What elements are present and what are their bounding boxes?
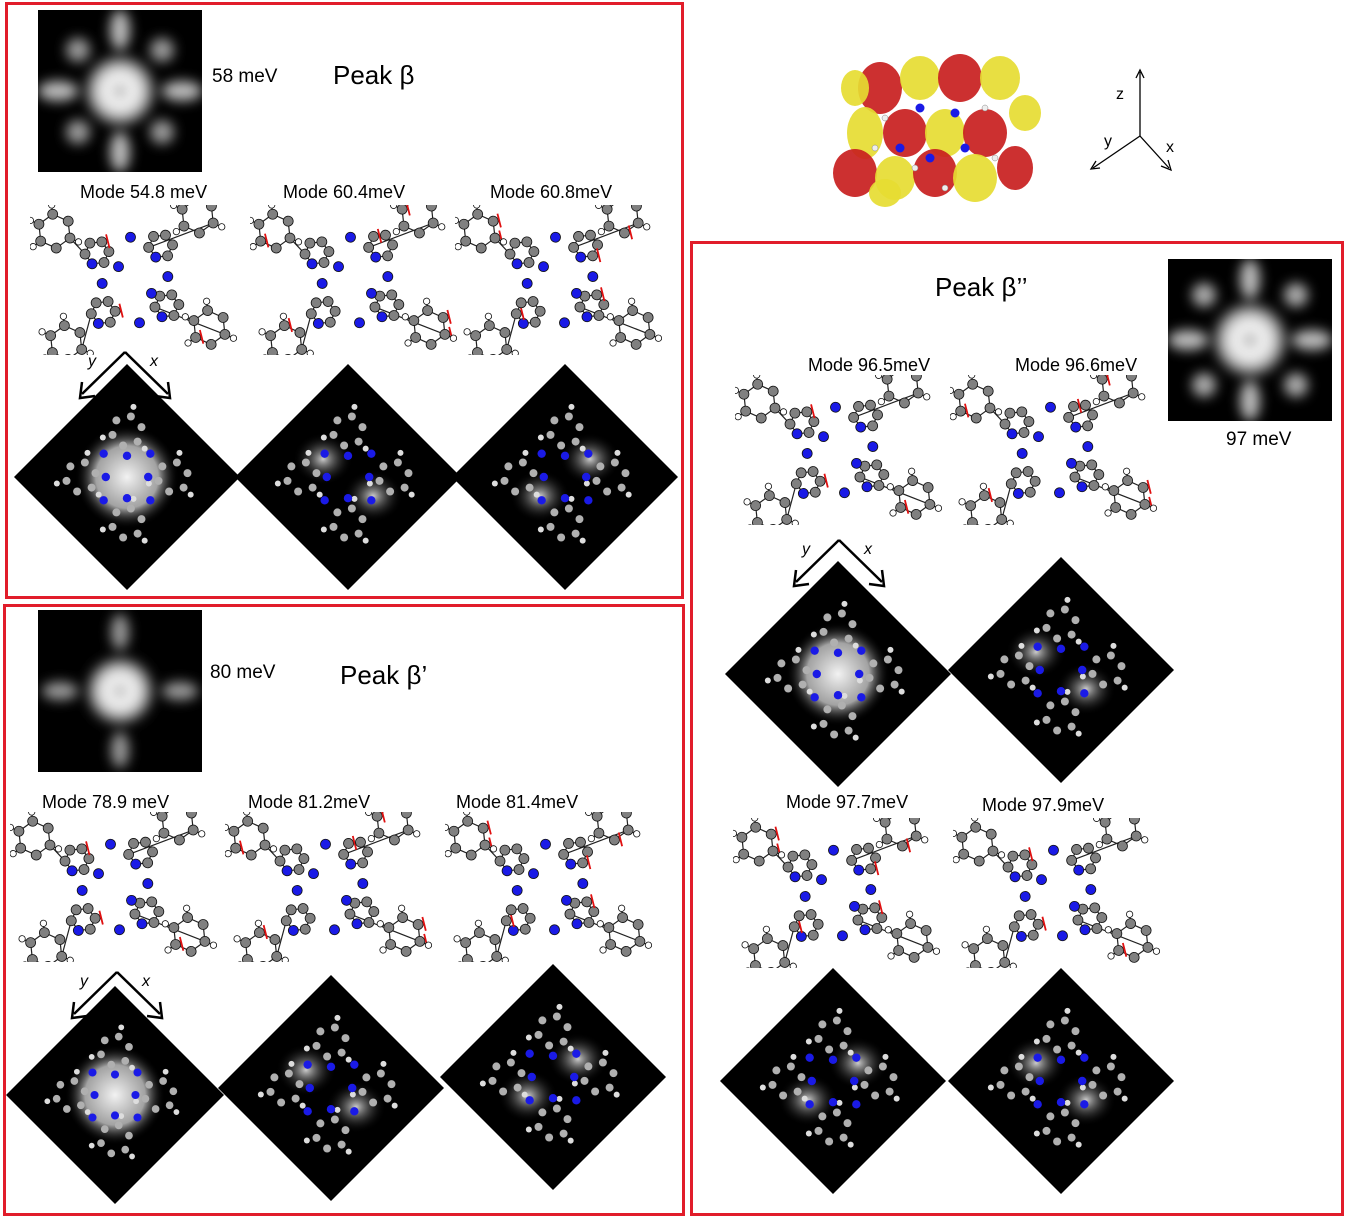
peak-title-beta: Peak β [333, 60, 415, 90]
simulated-map-beta-prime-1 [6, 986, 224, 1204]
molecule-mode-beta-double-prime-1 [735, 375, 943, 525]
simulated-map-beta-1 [14, 364, 240, 590]
molecule-mode-beta-double-prime-3 [733, 818, 941, 968]
simulated-map-beta-double-prime-3 [720, 968, 946, 1194]
axis-x-label-beta: x [149, 353, 159, 370]
stm-map-peak-beta-prime [38, 610, 202, 772]
axis-y-label-beta-double-prime: y [801, 541, 811, 558]
peak-title-beta-double-prime: Peak β’’ [935, 272, 1028, 302]
axis-y-label: y [1104, 133, 1112, 150]
peak-title-beta-prime: Peak β’ [340, 660, 428, 690]
molecule-mode-beta-prime-2 [225, 812, 433, 962]
axes-3d: z y x [1089, 68, 1174, 172]
axis-indicator-beta-double-prime: y x [792, 539, 886, 588]
mode-label-beta-double-prime-1: Mode 96.5meV [808, 355, 931, 375]
mode-label-beta-prime-1: Mode 78.9 meV [42, 792, 170, 812]
mode-label-beta-prime-2: Mode 81.2meV [248, 792, 371, 812]
axis-x-label-beta-double-prime: x [863, 541, 873, 558]
simulated-map-beta-double-prime-4 [948, 968, 1174, 1194]
energy-label-beta: 58 meV [212, 66, 278, 87]
axis-indicator-beta: y x [78, 351, 172, 400]
mode-label-beta-double-prime-2: Mode 96.6meV [1015, 355, 1138, 375]
axis-z-label: z [1116, 86, 1124, 103]
axis-indicator-beta-prime: y x [70, 971, 164, 1020]
axis-y-label-beta: y [87, 353, 97, 370]
molecule-mode-beta-double-prime-4 [953, 818, 1161, 968]
simulated-map-beta-prime-2 [218, 975, 444, 1201]
mode-label-beta-prime-3: Mode 81.4meV [456, 792, 579, 812]
axis-x-label: x [1166, 139, 1174, 156]
molecule-mode-beta-3 [455, 205, 663, 355]
molecule-mode-beta-1 [30, 205, 238, 355]
simulated-map-beta-double-prime-2 [948, 557, 1174, 783]
stm-map-peak-beta-double-prime [1168, 259, 1332, 421]
axis-y-label-beta-prime: y [79, 973, 89, 990]
simulated-map-beta-prime-3 [440, 964, 666, 1190]
simulated-map-beta-double-prime-1 [725, 561, 951, 787]
simulated-map-beta-3 [452, 364, 678, 590]
energy-label-beta-double-prime: 97 meV [1226, 429, 1292, 450]
stm-map-peak-beta [38, 10, 202, 172]
energy-label-beta-prime: 80 meV [210, 662, 276, 683]
mode-label-beta-1: Mode 54.8 meV [80, 182, 208, 202]
mode-label-beta-2: Mode 60.4meV [283, 182, 406, 202]
orbital-figure [833, 54, 1041, 207]
axis-x-label-beta-prime: x [141, 973, 151, 990]
molecule-mode-beta-double-prime-2 [950, 375, 1158, 525]
molecule-mode-beta-2 [250, 205, 458, 355]
simulated-map-beta-2 [235, 364, 461, 590]
mode-label-beta-3: Mode 60.8meV [490, 182, 613, 202]
mode-label-beta-double-prime-3: Mode 97.7meV [786, 792, 909, 812]
molecule-mode-beta-prime-3 [445, 812, 653, 962]
molecule-mode-beta-prime-1 [10, 812, 218, 962]
mode-label-beta-double-prime-4: Mode 97.9meV [982, 795, 1105, 815]
